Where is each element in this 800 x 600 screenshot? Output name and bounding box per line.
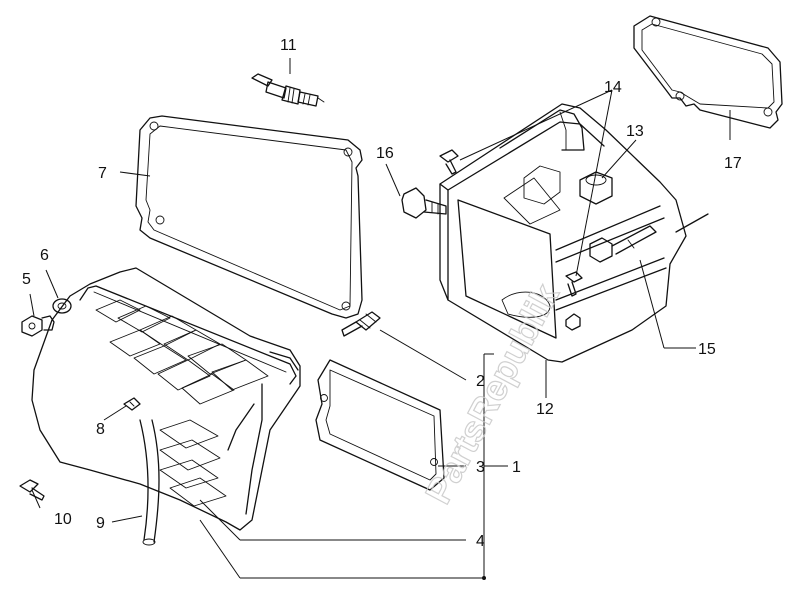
washer-part-6 — [52, 298, 72, 314]
callout-6: 6 — [40, 247, 49, 264]
callout-13: 13 — [626, 123, 644, 140]
reed-plate-part-3 — [315, 359, 445, 491]
callout-1: 1 — [512, 459, 521, 476]
callout-16: 16 — [376, 145, 394, 162]
callout-8: 8 — [96, 421, 105, 438]
callout-9: 9 — [96, 515, 105, 532]
nut-part-5 — [21, 315, 55, 337]
watermark: PartsRepublik — [417, 276, 567, 510]
callout-7: 7 — [98, 165, 107, 182]
callout-17: 17 — [724, 155, 742, 172]
callout-3: 3 — [476, 459, 485, 476]
callout-2: 2 — [476, 373, 485, 390]
screw-part-2 — [341, 311, 381, 337]
callout-10: 10 — [54, 511, 72, 528]
gasket-part-7 — [135, 115, 363, 319]
callout-4: 4 — [476, 533, 485, 550]
hose-part-9 — [139, 419, 160, 546]
screw-part-14 — [439, 149, 583, 297]
bolt-part-15 — [589, 225, 657, 263]
callout-12: 12 — [536, 401, 554, 418]
callout-15: 15 — [698, 341, 716, 358]
leader-lines — [29, 58, 731, 580]
callouts: 1 2 3 4 5 6 7 8 9 10 11 12 13 14 15 16 1… — [22, 37, 742, 550]
gasket-part-17 — [633, 15, 783, 129]
valve-cover-part-12 — [439, 103, 709, 363]
spark-plug-part-11 — [251, 73, 325, 107]
sprocket-part-16 — [401, 187, 447, 219]
callout-11: 11 — [280, 37, 297, 54]
cylinder-head — [31, 267, 301, 531]
callout-14: 14 — [604, 79, 622, 96]
bolt-part-8 — [123, 397, 141, 411]
screw-part-10 — [19, 479, 45, 501]
callout-5: 5 — [22, 271, 31, 288]
